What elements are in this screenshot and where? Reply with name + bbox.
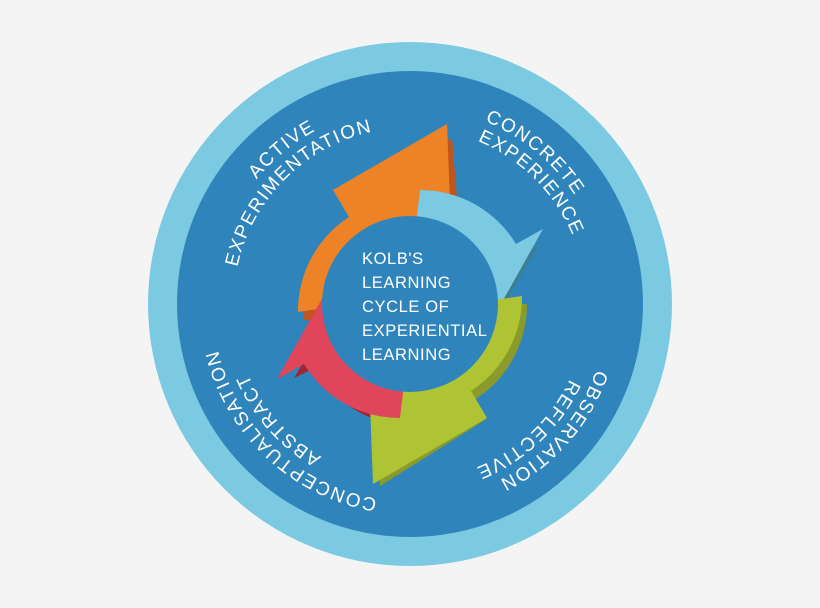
center-title-line-3: CYCLE OF <box>362 298 449 316</box>
center-disc <box>322 216 498 392</box>
center-title-line-2: LEARNING <box>362 274 451 292</box>
center-title-line-1: KOLB'S <box>362 250 424 268</box>
center-title-line-5: LEARNING <box>362 346 451 364</box>
center-title-line-4: EXPERIENTIAL <box>362 322 488 340</box>
center-title: KOLB'S LEARNING CYCLE OF EXPERIENTIAL LE… <box>362 250 488 364</box>
